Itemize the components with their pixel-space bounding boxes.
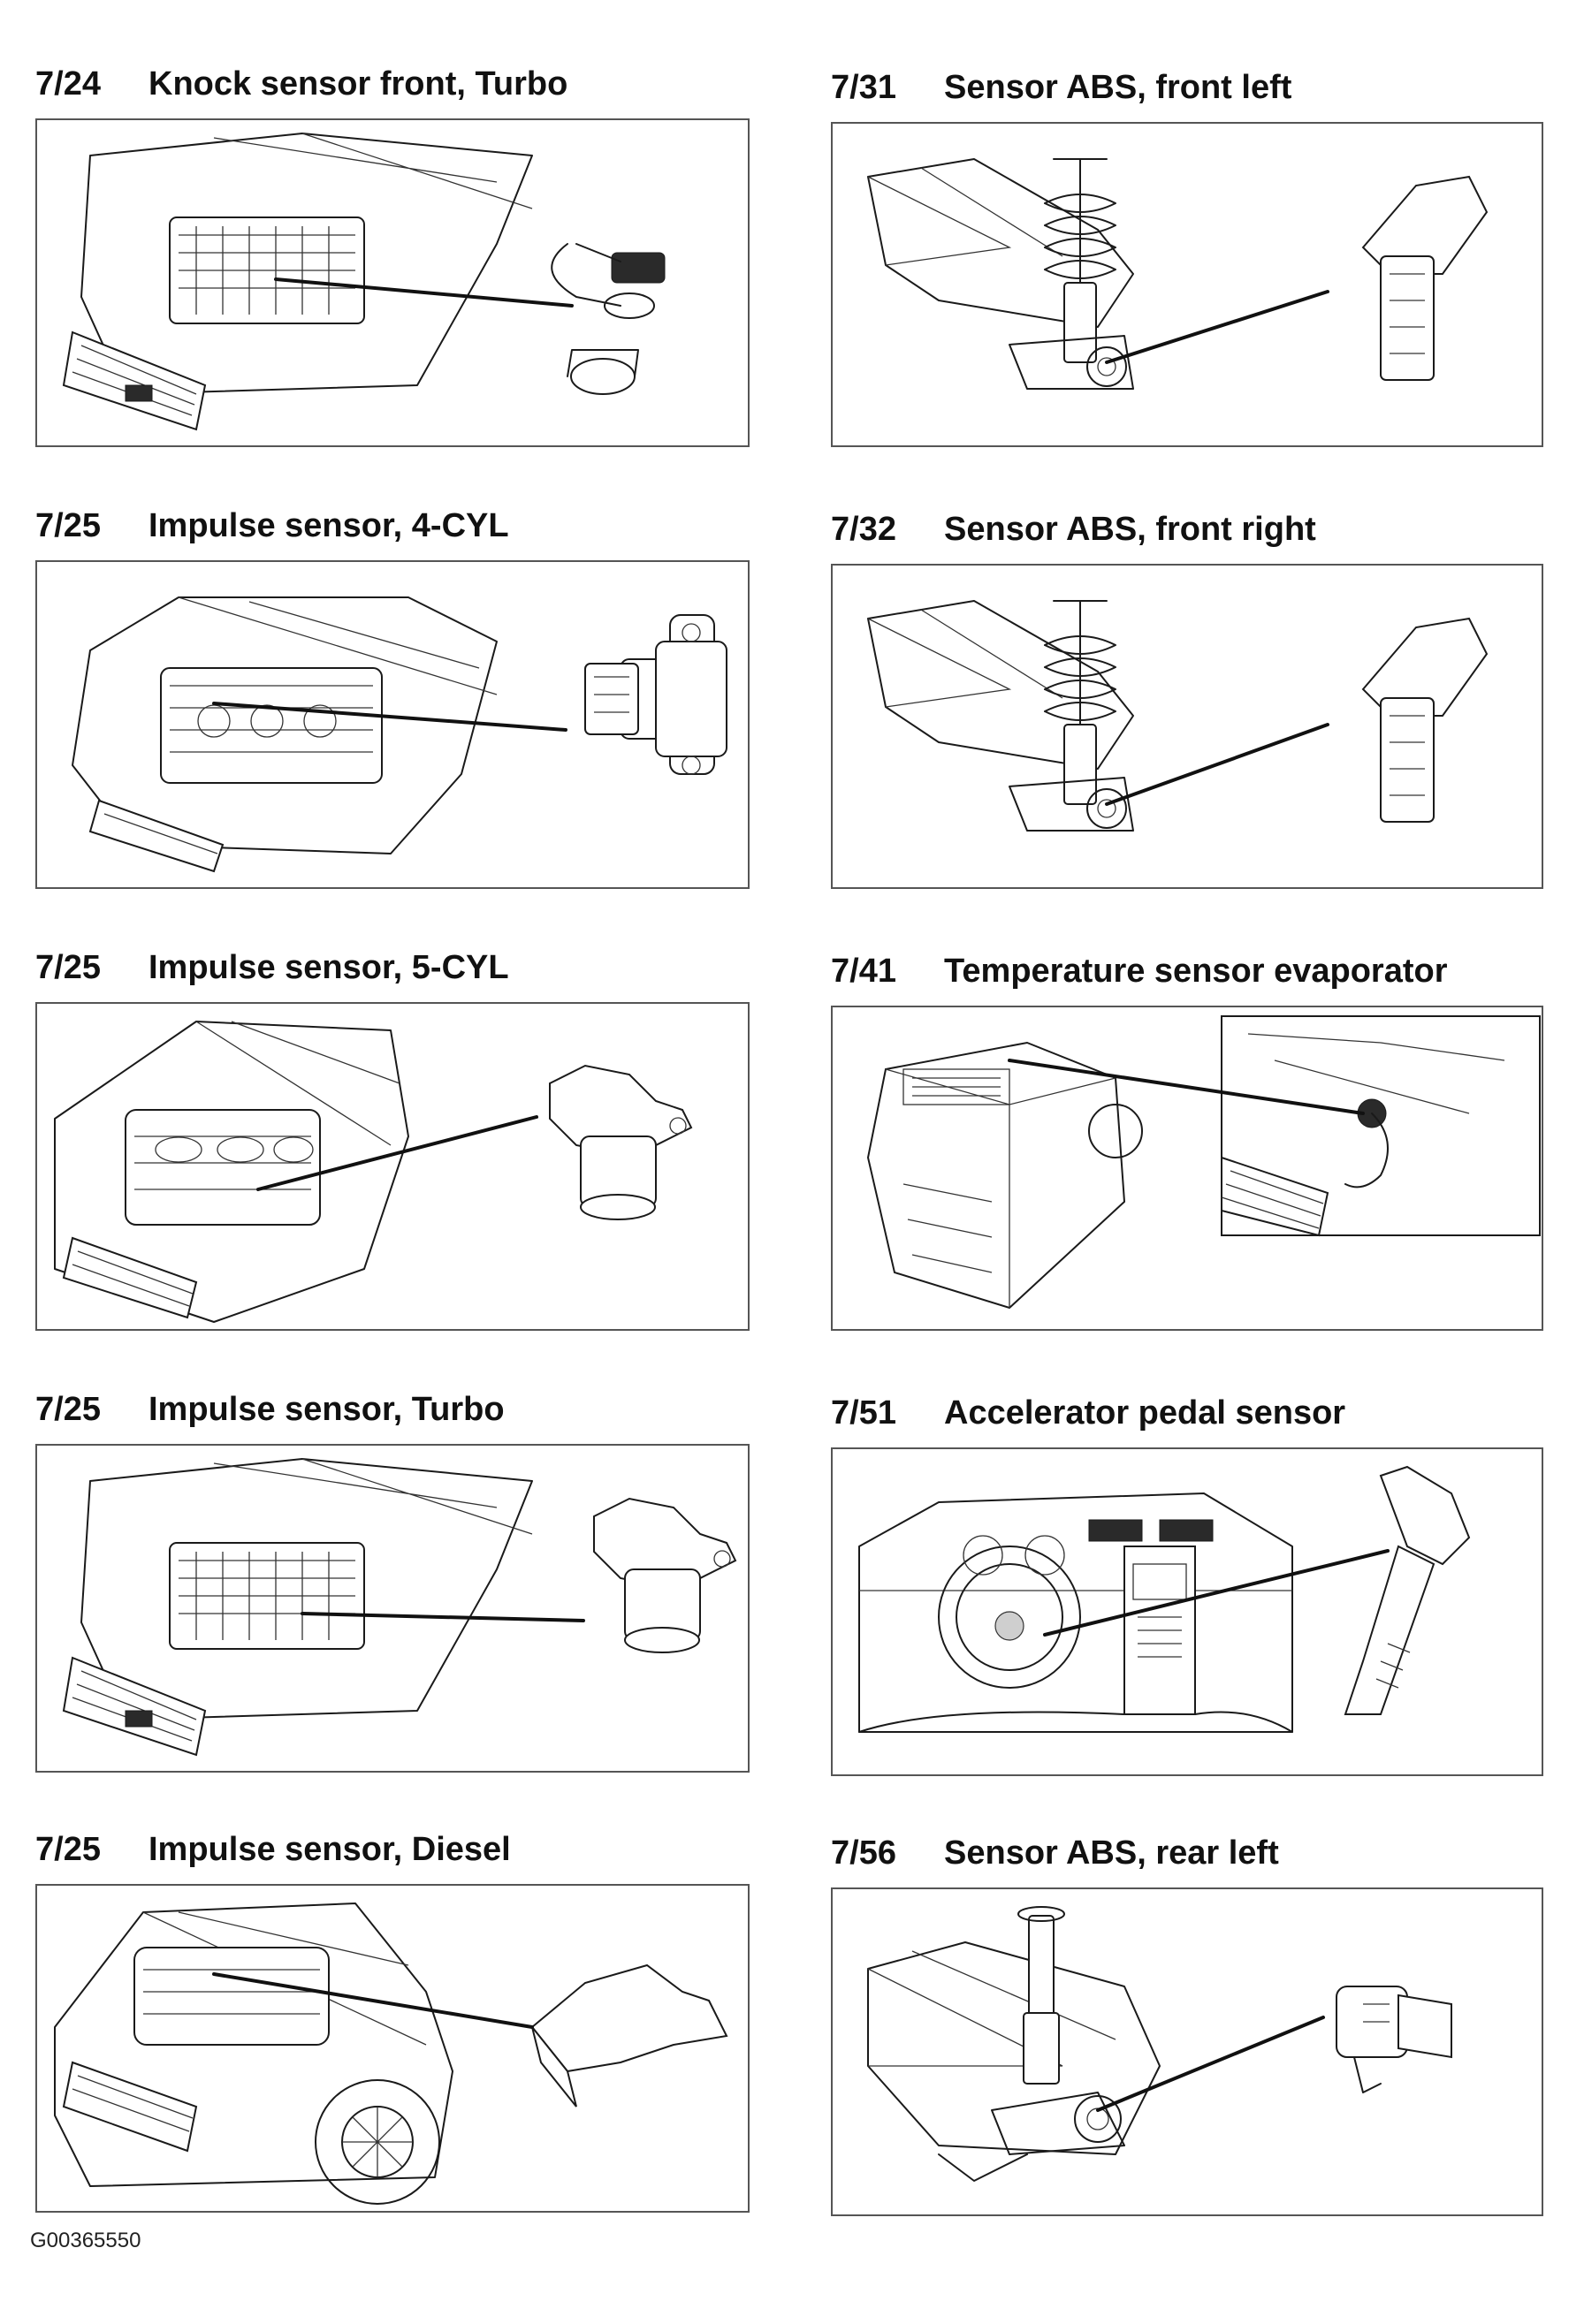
diagram-frame — [35, 1444, 750, 1773]
rear-suspension-illustration — [867, 1906, 1452, 2182]
panel-code: 7/56 — [831, 1834, 896, 1872]
diagram-frame — [35, 118, 750, 447]
panel-title: Accelerator pedal sensor — [944, 1394, 1346, 1432]
panel-code: 7/25 — [35, 1391, 101, 1428]
document-code: G00365550 — [30, 2229, 141, 2252]
panel-code: 7/25 — [35, 507, 101, 544]
panel-title: Impulse sensor, Turbo — [148, 1391, 505, 1428]
diagram-frame — [831, 1887, 1543, 2216]
suspension-illustration — [867, 600, 1489, 832]
suspension-illustration — [867, 158, 1489, 390]
panel-title: Sensor ABS, front right — [944, 511, 1316, 548]
car-illustration — [54, 1902, 728, 2205]
panel-code: 7/51 — [831, 1394, 896, 1432]
panel-title: Sensor ABS, rear left — [944, 1834, 1279, 1872]
panel-title: Knock sensor front, Turbo — [148, 65, 568, 103]
panel-title: Temperature sensor evaporator — [944, 953, 1448, 990]
diagram-frame — [35, 560, 750, 889]
evaporator-illustration — [866, 1015, 1541, 1310]
panel-title: Impulse sensor, 5-CYL — [148, 949, 509, 986]
panel-code: 7/24 — [35, 65, 101, 103]
engine-bay-illustration — [54, 1021, 693, 1323]
diagram-frame — [831, 122, 1543, 447]
diagram-frame — [831, 564, 1543, 889]
diagram-frame — [831, 1447, 1543, 1776]
panel-code: 7/31 — [831, 69, 896, 106]
panel-title: Impulse sensor, Diesel — [148, 1831, 511, 1868]
engine-bay-illustration — [62, 1458, 737, 1757]
diagram-frame — [831, 1006, 1543, 1331]
panel-code: 7/32 — [831, 511, 896, 548]
panel-code: 7/25 — [35, 1831, 101, 1868]
engine-bay-illustration — [72, 596, 727, 873]
panel-code: 7/41 — [831, 953, 896, 990]
panel-title: Sensor ABS, front left — [944, 69, 1292, 106]
diagram-frame — [35, 1884, 750, 2213]
panel-title: Impulse sensor, 4-CYL — [148, 507, 509, 544]
engine-bay-illustration — [62, 133, 666, 431]
panel-code: 7/25 — [35, 949, 101, 986]
diagram-frame — [35, 1002, 750, 1331]
cockpit-illustration — [858, 1465, 1471, 1733]
